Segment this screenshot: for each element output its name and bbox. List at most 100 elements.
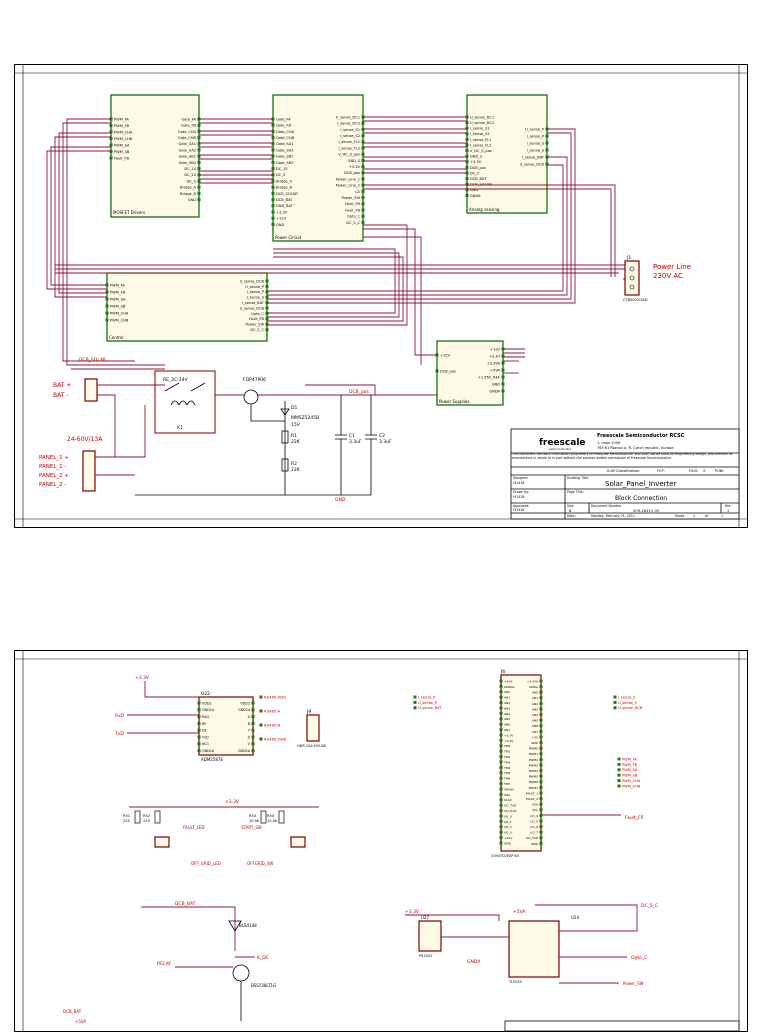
ana-right-label-1: I_sense_P: [527, 134, 545, 138]
j6-left-label-23: SCI_TxD: [504, 804, 517, 808]
pwm-out-label-4: PWM_CHA: [622, 779, 641, 783]
fault-fp-net: Fault_FP: [625, 815, 644, 821]
led-resistor-2: [260, 810, 267, 824]
mos-left-label-2: PWM_CHA: [114, 130, 133, 134]
freescale-logo: freescale: [539, 438, 586, 448]
j6-right-label-22: SSA: [532, 803, 539, 807]
j6-right-marker-5: [539, 707, 543, 711]
pow-left-label-1: Gate_FB: [276, 124, 291, 128]
mosfet-right-pins: Gate_FAGate_FBGate_CHAGate_CHBGate_SA1Ga…: [178, 117, 201, 202]
pow-right-marker-12: [361, 189, 365, 193]
sup-right-marker-4: [501, 375, 505, 379]
ctl-right-label-7: Fault_FB: [249, 317, 264, 321]
j6-left-marker-28: [499, 830, 503, 834]
u22-right-label-1: GND2a: [238, 708, 250, 712]
u22-left-label-6: NC1: [202, 742, 209, 746]
mos-right-marker-11: [197, 185, 201, 189]
ana-right-label-5: U_sense_DCB: [520, 162, 545, 166]
pow-right-label-0: U_sense_DC1: [336, 115, 360, 119]
d1-voltage: 15V: [291, 422, 301, 428]
ana-left-marker-6: [465, 149, 469, 153]
pow-left-label-17: GND: [276, 223, 284, 227]
j6-right-marker-22: [539, 802, 543, 806]
j1-pin-3: [629, 284, 635, 290]
ctl-left-label-3: PWM_SB: [110, 304, 126, 308]
title-block: freescale semiconductor Freescale Semico…: [510, 428, 740, 520]
pwm-out-label-3: PWM_SB: [622, 774, 638, 778]
pow-right-label-12: CA: [355, 190, 361, 194]
pow-left-label-5: Gate_SA2: [276, 148, 294, 152]
j6-right-label-3: AN1: [532, 696, 538, 700]
u24-ref: U24: [571, 915, 579, 920]
rs485-nets-label-1: RS485-A: [264, 708, 281, 713]
j6-right-label-9: AN7: [532, 730, 538, 734]
j6-right-label-7: AN5: [532, 719, 538, 723]
pow-left-marker-7: [271, 160, 275, 164]
mos-right-label-10: DC_S: [187, 179, 197, 183]
j6-left-marker-1: [499, 684, 503, 688]
ctl-left-marker-1: [105, 290, 109, 294]
j6-left-marker-27: [499, 825, 503, 829]
relay-part: RE_2C-24V: [163, 377, 189, 383]
sheet2-title-block-edge: [504, 1020, 740, 1031]
mos-left-label-6: Fault_FB: [114, 156, 129, 160]
ana-right-label-2: I_sense_S: [527, 141, 545, 145]
ctl-right-marker-1: [265, 284, 269, 288]
u22-right-marker-4: [251, 728, 255, 732]
u22-right-label-2: A: [248, 715, 251, 719]
j6-left-label-3: AN1: [504, 696, 510, 700]
j9-part: HDR 1X4 HOUSE: [297, 744, 326, 748]
pow-right-marker-17: [361, 220, 365, 224]
panel1-pos-label: PANEL_1 +: [39, 455, 69, 461]
pow-left-marker-6: [271, 154, 275, 158]
ana-left-marker-8: [465, 160, 469, 164]
j6-left-marker-12: [499, 744, 503, 748]
j6-right-label-21: FAULT_2: [526, 797, 538, 801]
led-resistor-ref-2: R53: [249, 814, 256, 818]
pwm-out-label-0: PWM_FA: [622, 757, 637, 761]
j6-right-label-13: PWM1: [529, 752, 538, 756]
j6-right-marker-19: [539, 785, 543, 789]
mos-right-marker-13: [197, 198, 201, 202]
pow-left-label-2: Gate_CHA: [276, 130, 295, 134]
u22-right-marker-5: [251, 735, 255, 739]
of-value: 1: [721, 514, 723, 518]
ana-right-marker-1: [545, 134, 549, 138]
u22-left-label-5: TxD: [201, 735, 209, 739]
ana-left-label-7: GND_S: [470, 155, 483, 159]
u24-optocoupler: [508, 920, 560, 978]
j6-connector: [500, 674, 542, 852]
rs485-nets-marker-3: [259, 737, 263, 741]
u22-right-label-4: Y: [248, 729, 251, 733]
sup-left-label-0: +15V: [440, 353, 451, 357]
sense-in-marker-2: [413, 706, 417, 710]
j6-right-marker-27: [539, 830, 543, 834]
r2-symbol: [281, 458, 289, 472]
u22-right-label-6: V: [248, 742, 251, 746]
j6-right-label-11: GND: [531, 741, 539, 745]
j6-left-marker-30: [499, 841, 503, 845]
pow-right-label-6: V_DC_S_pos: [338, 153, 360, 157]
u22-right-marker-1: [251, 708, 255, 712]
date-value: Monday, February 21, 2011: [591, 514, 635, 518]
pow-left-label-3: Gate_CHB: [276, 136, 295, 140]
drawing-title: Solar_Panel_Inverter: [605, 480, 677, 488]
j6-left-label-20: VDDIO: [504, 787, 515, 791]
mos-right-marker-5: [197, 148, 201, 152]
power-circuit-name: Power Circuit: [275, 235, 302, 240]
ctl-right-label-1: U_sense_P: [245, 285, 265, 289]
j6-left-marker-7: [499, 717, 503, 721]
pow-left-label-0: Gate_FA: [276, 117, 291, 121]
control-block: [106, 272, 268, 342]
pow-right-label-7: GND_S: [348, 159, 361, 163]
mos-left-marker-5: [109, 150, 113, 153]
j6-left-label-19: TM7: [503, 782, 510, 786]
ana-right-marker-5: [545, 162, 549, 166]
mos-left-marker-2: [109, 130, 113, 134]
j6-left-label-29: +15V: [504, 836, 513, 840]
j6-right-label-17: PWM5: [529, 775, 538, 779]
sup-right-label-3: +5VA: [490, 368, 501, 372]
pow-left-label-6: Gate_SB1: [276, 155, 293, 159]
j6-right-marker-15: [539, 763, 543, 767]
